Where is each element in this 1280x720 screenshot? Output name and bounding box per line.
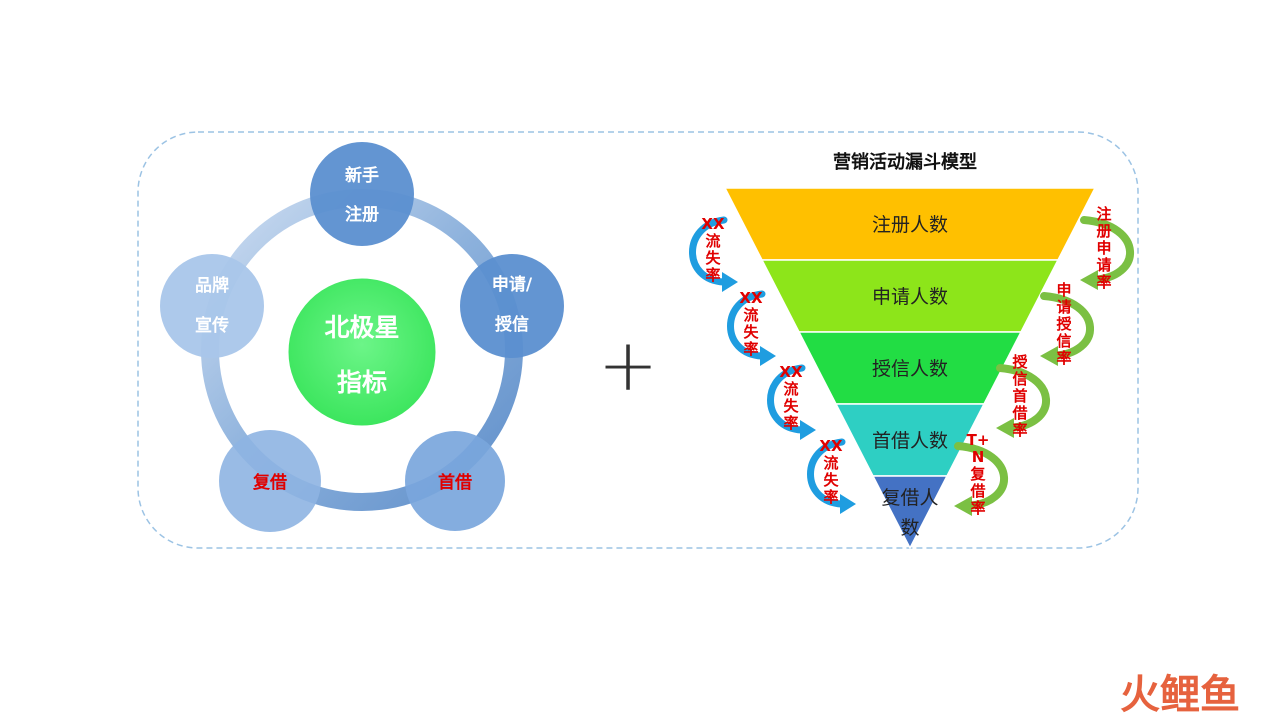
node-label-line2: 授信: [495, 314, 529, 335]
svg-text:率: 率: [970, 499, 985, 517]
node-label-line2: 宣传: [195, 315, 229, 336]
svg-text:流: 流: [823, 454, 838, 472]
svg-text:率: 率: [743, 340, 758, 358]
conversion-arrow-head: [1040, 346, 1058, 366]
svg-text:册: 册: [1096, 222, 1111, 240]
node-label-line1: 申请/: [492, 274, 533, 295]
funnel-stage-label: 首借人数: [872, 430, 948, 452]
svg-text:T+: T+: [967, 431, 990, 449]
svg-text:率: 率: [823, 488, 838, 506]
north-star-center: 北极星 指标: [287, 277, 437, 427]
watermark-logo: 火鲤鱼: [1120, 672, 1240, 718]
cycle-node-new-register: 新手 注册: [310, 142, 414, 246]
conversion-arrow-head: [1080, 270, 1098, 290]
svg-text:申: 申: [1096, 239, 1111, 257]
svg-text:授: 授: [1012, 353, 1028, 371]
svg-text:流: 流: [783, 380, 798, 398]
loss-arrow: [767, 364, 806, 434]
svg-text:失: 失: [743, 323, 759, 341]
loss-arrow-head: [840, 494, 856, 514]
svg-text:率: 率: [705, 266, 720, 284]
svg-text:注: 注: [1096, 205, 1111, 223]
svg-text:XX: XX: [819, 437, 843, 455]
cycle-node-repeat-loan: 复借: [219, 430, 321, 532]
center-label-line1: 北极星: [324, 313, 399, 342]
conversion-arrow-head: [996, 418, 1014, 438]
svg-text:XX: XX: [779, 363, 803, 381]
svg-text:XX: XX: [701, 215, 725, 233]
svg-text:XX: XX: [739, 289, 763, 307]
svg-text:借: 借: [1011, 404, 1027, 422]
plus-sign: +: [598, 323, 658, 407]
funnel-stage-label: 申请人数: [872, 286, 948, 308]
node-label-line1: 首借: [438, 472, 472, 493]
cycle-node-first-loan: 首借: [405, 431, 505, 531]
loss-arrow: [689, 216, 728, 286]
svg-text:率: 率: [1096, 273, 1111, 291]
conversion-arrow-head: [954, 496, 972, 516]
node-label-line1: 复借: [252, 472, 287, 493]
svg-text:申: 申: [1056, 281, 1071, 299]
node-label-line2: 注册: [345, 204, 379, 225]
loss-arrow: [727, 290, 766, 360]
conversion-arrow: [954, 442, 1008, 510]
svg-text:借: 借: [969, 482, 985, 500]
svg-text:率: 率: [783, 414, 798, 432]
svg-text:失: 失: [705, 249, 721, 267]
svg-text:首: 首: [1012, 387, 1027, 405]
svg-text:率: 率: [1056, 349, 1071, 367]
funnel-stage-label: 复借人: [881, 487, 938, 509]
loss-arrow-head: [800, 420, 816, 440]
loss-arrow: [807, 438, 846, 508]
conversion-arrow: [1080, 216, 1134, 284]
svg-text:请: 请: [1056, 298, 1071, 316]
loss-arrow-head: [760, 346, 776, 366]
cycle-node-apply-credit: 申请/ 授信: [460, 254, 564, 358]
funnel-stage: [871, 475, 949, 550]
svg-text:信: 信: [1056, 332, 1071, 350]
svg-text:N: N: [972, 448, 985, 466]
svg-text:授: 授: [1056, 315, 1072, 333]
svg-text:失: 失: [823, 471, 839, 489]
svg-text:流: 流: [705, 232, 720, 250]
funnel-stage-label: 数: [900, 517, 919, 539]
svg-text:流: 流: [743, 306, 758, 324]
funnel-stage-label: 授信人数: [872, 358, 948, 380]
funnel-title: 营销活动漏斗模型: [833, 151, 977, 173]
svg-text:率: 率: [1012, 421, 1027, 439]
cycle-node-brand: 品牌 宣传: [160, 254, 264, 358]
svg-text:失: 失: [783, 397, 799, 415]
svg-text:信: 信: [1012, 370, 1027, 388]
conversion-arrow: [996, 364, 1050, 432]
loss-arrow-head: [722, 272, 738, 292]
center-label-line2: 指标: [337, 368, 387, 397]
svg-text:请: 请: [1096, 256, 1111, 274]
funnel-stage-label: 注册人数: [872, 214, 948, 236]
node-label-line1: 新手: [345, 165, 379, 186]
node-label-line1: 品牌: [195, 275, 229, 296]
svg-text:复: 复: [969, 465, 986, 483]
diagram-frame: [137, 131, 1139, 549]
conversion-arrow: [1040, 292, 1094, 360]
